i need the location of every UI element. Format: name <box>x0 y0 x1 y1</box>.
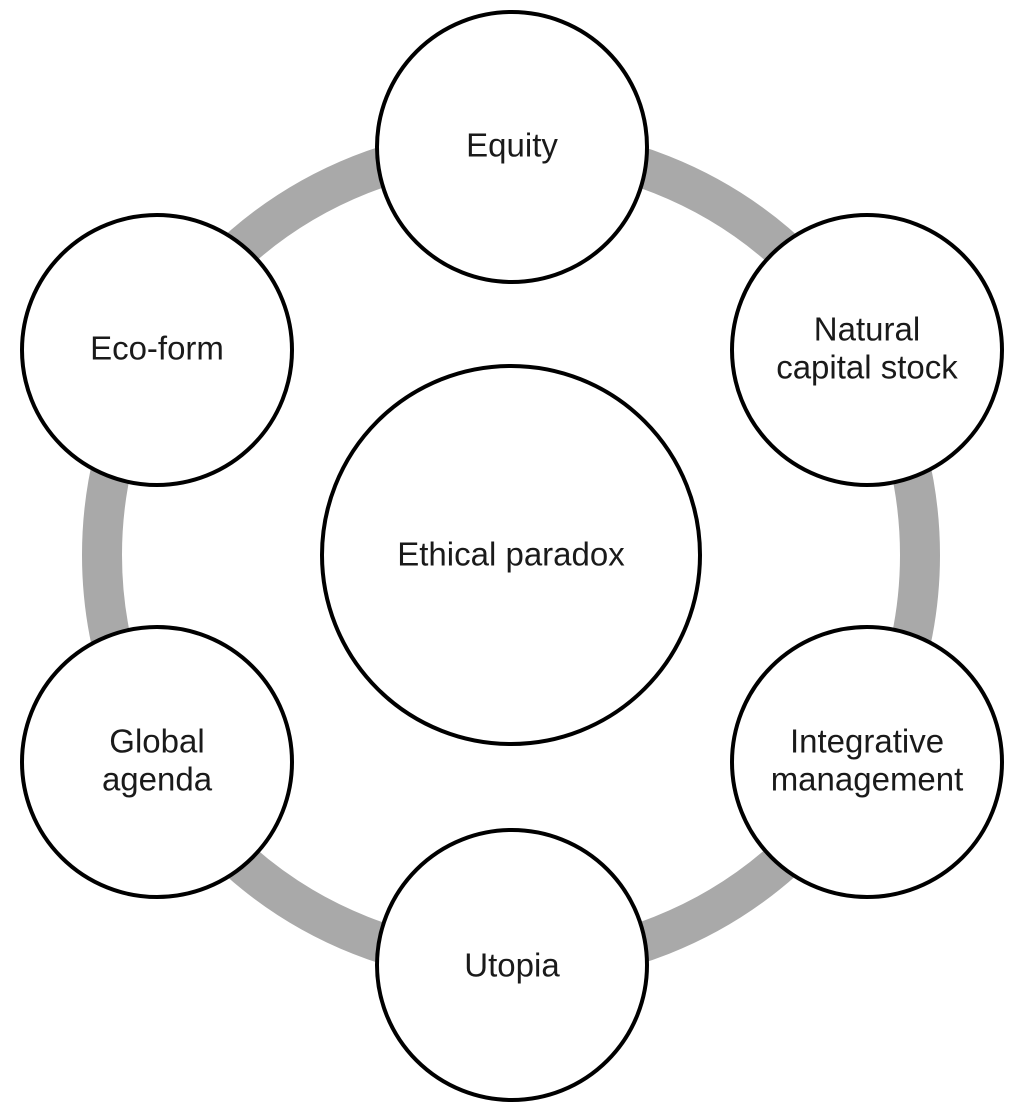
node-ethical-paradox[interactable]: Ethical paradox <box>320 364 702 746</box>
node-circle-eco-form <box>20 213 294 487</box>
node-eco-form[interactable]: Eco-form <box>20 213 294 487</box>
node-circle-integrative-management <box>730 625 1004 899</box>
node-natural-capital-stock[interactable]: Natural capital stock <box>730 213 1004 487</box>
node-circle-global-agenda <box>20 625 294 899</box>
node-equity[interactable]: Equity <box>375 10 649 284</box>
node-label-utopia: Utopia <box>464 947 560 984</box>
node-label-integrative-management-line2: management <box>771 761 964 798</box>
node-global-agenda[interactable]: Global agenda <box>20 625 294 899</box>
node-circle-equity <box>375 10 649 284</box>
node-label-global-agenda-line1: Global <box>109 723 204 760</box>
node-label-integrative-management-line1: Integrative <box>790 723 944 760</box>
node-label-equity: Equity <box>466 127 558 164</box>
node-label-eco-form: Eco-form <box>90 330 224 367</box>
node-circle-ethical-paradox <box>320 364 702 746</box>
node-utopia[interactable]: Utopia <box>375 828 649 1102</box>
node-circle-natural-capital-stock <box>730 213 1004 487</box>
node-label-ethical-paradox: Ethical paradox <box>397 536 625 573</box>
node-integrative-management[interactable]: Integrative management <box>730 625 1004 899</box>
node-label-global-agenda-line2: agenda <box>102 761 213 798</box>
node-circle-utopia <box>375 828 649 1102</box>
node-label-natural-capital-stock-line1: Natural <box>814 311 920 348</box>
node-label-natural-capital-stock-line2: capital stock <box>776 349 958 386</box>
